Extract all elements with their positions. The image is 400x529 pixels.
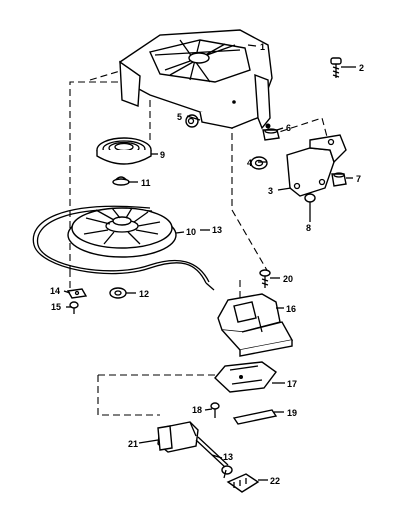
callout-17: 17: [287, 379, 297, 389]
part-screw-8: [304, 193, 316, 214]
callout-5: 5: [177, 112, 182, 122]
callout-4: 4: [247, 158, 252, 168]
callout-11: 11: [141, 178, 151, 188]
part-plate-19: [232, 409, 278, 425]
part-rope-guide: [217, 293, 294, 357]
callout-8: 8: [306, 223, 311, 233]
callout-16: 16: [286, 304, 296, 314]
part-recoil-spring: [96, 137, 152, 165]
part-screw-2: [330, 57, 342, 78]
callout-labels: 1 2 5 6 4 9 7 3 11 8 10 13 20 14 12 15 1…: [50, 42, 364, 486]
part-washer-12: [109, 287, 127, 299]
leader-lines: [63, 44, 356, 481]
callout-7: 7: [356, 174, 361, 184]
callout-9: 9: [160, 150, 165, 160]
part-screw-20: [259, 269, 271, 288]
part-washer-4: [250, 156, 268, 170]
part-starter-rope: [32, 205, 215, 291]
callout-15: 15: [51, 302, 61, 312]
part-rope-end: [195, 436, 233, 479]
part-screw-15: [69, 301, 79, 314]
part-bushing-5: [185, 114, 199, 128]
part-rope-pulley: [67, 207, 177, 258]
callout-21: 21: [128, 439, 138, 449]
callout-10: 10: [186, 227, 196, 237]
callout-18: 18: [192, 405, 202, 415]
part-plate-17: [214, 361, 277, 393]
part-bracket: [286, 134, 347, 197]
callout-13-rope: 13: [212, 225, 222, 235]
callout-14: 14: [50, 286, 60, 296]
part-anchor-22: [226, 473, 260, 493]
part-cap-11: [112, 176, 130, 186]
callout-1: 1: [260, 42, 265, 52]
callout-19: 19: [287, 408, 297, 418]
part-housing-cover: [119, 29, 273, 130]
part-handle: [157, 421, 199, 453]
callout-3: 3: [268, 186, 273, 196]
part-nut-6: [262, 128, 280, 141]
callout-6: 6: [286, 123, 291, 133]
part-clip-14: [66, 288, 88, 299]
part-screw-18: [210, 402, 220, 418]
part-nut-7: [331, 172, 347, 187]
callout-20: 20: [283, 274, 293, 284]
callout-22: 22: [270, 476, 280, 486]
callout-12: 12: [139, 289, 149, 299]
callout-2: 2: [359, 63, 364, 73]
callout-13-rope-end: 13: [223, 452, 233, 462]
